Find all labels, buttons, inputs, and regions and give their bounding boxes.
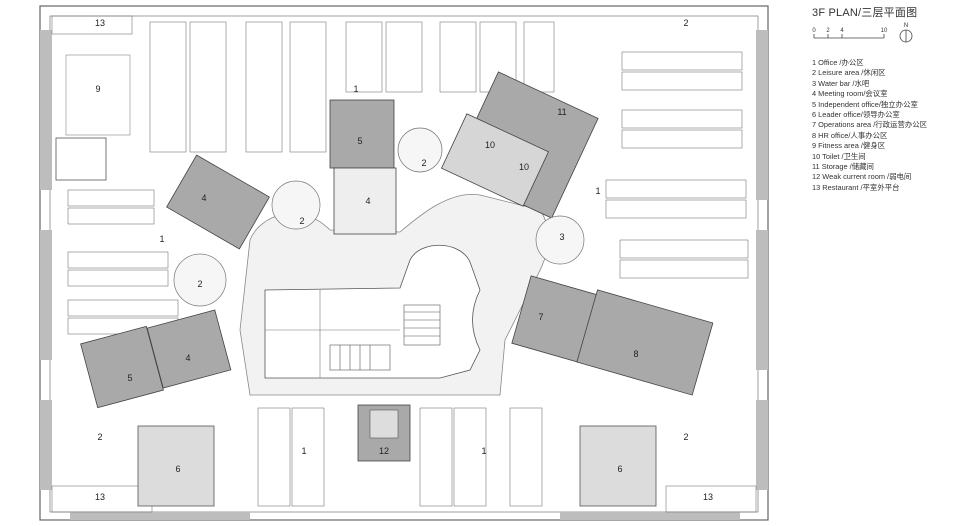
leisure-circles (173, 127, 585, 307)
legend-item: 12 Weak current room /弱电间 (812, 172, 912, 182)
room-label: 11 (557, 107, 566, 117)
legend-item: 3 Water bar /水吧 (812, 78, 870, 88)
toilet-area (441, 113, 549, 207)
room-label: 5 (357, 136, 362, 146)
legend-item: 9 Fitness area /健身区 (812, 141, 886, 151)
room-label: 8 (633, 349, 638, 359)
room-label: 13 (95, 492, 105, 502)
room-label: 4 (185, 353, 190, 363)
plan-title: 3F PLAN/三层平面图 (812, 7, 918, 19)
stair (55, 137, 107, 181)
legend-item: 7 Operations area /行政运营办公区 (812, 120, 928, 130)
room-label: 4 (201, 193, 206, 203)
room-label: 2 (197, 279, 202, 289)
room-label: 13 (95, 18, 105, 28)
atrium-stair (329, 304, 441, 371)
meeting-room-left (166, 154, 270, 250)
south-wall-segment (70, 512, 250, 520)
legend: 1 Office /办公区 2 Leisure area /休闲区 3 Wate… (812, 58, 957, 193)
legend-item: 8 HR office/人事办公区 (812, 130, 888, 140)
room-label: 1 (159, 234, 164, 244)
scale-tick: 4 (840, 28, 844, 34)
legend-item: 1 Office /办公区 (812, 58, 864, 67)
meeting-room-top (333, 167, 397, 235)
legend-item: 6 Leader office/领导办公室 (812, 110, 900, 120)
room-label: 1 (353, 84, 358, 94)
room-label: 7 (538, 312, 543, 322)
west-wall-segment (40, 30, 52, 190)
room-label: 1 (481, 446, 486, 456)
fitness-area (65, 54, 131, 136)
legend-item: 11 Storage /储藏间 (812, 162, 874, 172)
room-label: 2 (97, 432, 102, 442)
scale-tick: 0 (812, 28, 816, 34)
legend-item: 13 Restaurant /平室外平台 (812, 182, 900, 192)
scale-bar: 0 2 4 10 N (812, 23, 913, 43)
restaurant-area (665, 485, 757, 513)
room-label: 9 (95, 84, 100, 94)
room-label: 5 (127, 373, 132, 383)
east-wall-segment (756, 30, 768, 200)
room-label: 10 (519, 162, 529, 172)
scale-tick: 10 (881, 28, 888, 34)
room-label: 10 (485, 140, 495, 150)
leader-office-right (579, 425, 657, 507)
restaurant-area (51, 15, 133, 35)
room-label: 6 (617, 464, 622, 474)
room-label: 6 (175, 464, 180, 474)
room-label: 2 (421, 158, 426, 168)
west-wall-segment (40, 230, 52, 360)
room-label: 2 (683, 432, 688, 442)
room-blocks (80, 71, 714, 409)
office-desks-right (605, 51, 749, 279)
room-label: 1 (595, 186, 600, 196)
room-label: 4 (365, 196, 370, 206)
room-label: 1 (301, 446, 306, 456)
east-wall-segment (756, 400, 768, 490)
north-label: N (904, 23, 908, 29)
room-label: 12 (379, 446, 389, 456)
legend-item: 5 Independent office/独立办公室 (812, 99, 918, 109)
legend-item: 4 Meeting room/会议室 (812, 89, 888, 99)
room-label: 2 (299, 216, 304, 226)
room-label: 13 (703, 492, 713, 502)
room-label: 3 (559, 232, 564, 242)
south-wall-segment (560, 512, 740, 520)
office-desks-left (67, 189, 179, 335)
office-desks-bottom (257, 407, 543, 507)
meeting-room-low (146, 309, 232, 389)
legend-item: 10 Toilet /卫生间 (812, 151, 866, 161)
independent-office-top (329, 99, 395, 169)
legend-item: 2 Leisure area /休闲区 (812, 68, 886, 78)
room-label: 2 (683, 18, 688, 28)
east-wall-segment (756, 230, 768, 370)
leader-office-left (137, 425, 215, 507)
scale-tick: 2 (826, 28, 830, 34)
hr-office (576, 289, 714, 396)
elevator-core (369, 409, 399, 439)
west-wall-segment (40, 400, 52, 490)
